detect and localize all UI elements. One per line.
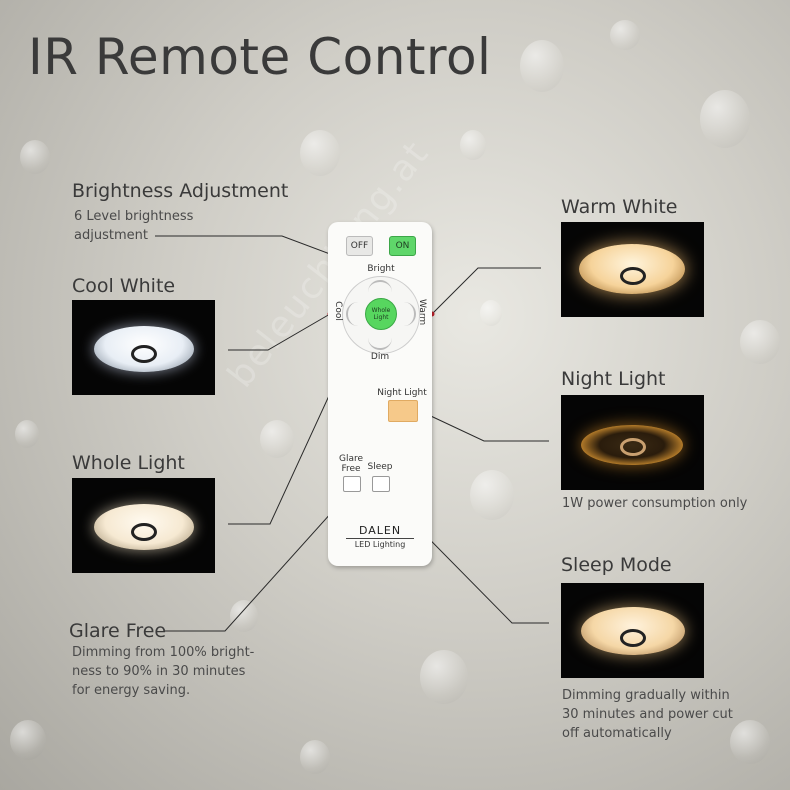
glare-free-button[interactable] bbox=[343, 476, 361, 492]
night-light-button[interactable] bbox=[388, 400, 418, 422]
brightness-label: Brightness Adjustment bbox=[72, 180, 289, 202]
warm-white-label: Warm White bbox=[561, 196, 678, 218]
glare-free-connector bbox=[165, 491, 351, 632]
night-light-label: Night Light bbox=[561, 368, 666, 390]
sleep-label-remote: Sleep bbox=[367, 462, 393, 472]
cool-connector bbox=[228, 313, 331, 351]
glare-free-label: Glare Free bbox=[69, 620, 167, 642]
night-light-connector bbox=[417, 409, 549, 442]
warm-connector bbox=[431, 267, 541, 315]
night-light-label-remote: Night Light bbox=[377, 388, 427, 398]
whole-light-button-label: Whole Light bbox=[371, 307, 391, 321]
warm-white-photo bbox=[561, 222, 704, 317]
whole-light-button[interactable]: Whole Light bbox=[365, 298, 397, 330]
cool-label: Cool bbox=[333, 301, 343, 321]
warm-label: Warm bbox=[417, 299, 427, 326]
brand-logo: DALEN bbox=[358, 524, 402, 537]
night-light-photo bbox=[561, 395, 704, 490]
bright-label: Bright bbox=[367, 264, 395, 274]
page-title: IR Remote Control bbox=[28, 28, 492, 86]
warm-button[interactable] bbox=[400, 302, 416, 326]
remote-control: OFF ON Bright Cool Warm Whole Light Dim … bbox=[328, 222, 432, 566]
brightness-desc: 6 Level brightness adjustment bbox=[74, 209, 194, 243]
cool-white-photo bbox=[72, 300, 215, 395]
off-button[interactable]: OFF bbox=[346, 236, 373, 256]
bright-button[interactable] bbox=[368, 280, 392, 296]
sleep-mode-photo bbox=[561, 583, 704, 678]
sleep-mode-desc: Dimming gradually within 30 minutes and … bbox=[562, 688, 733, 741]
whole-light-photo bbox=[72, 478, 215, 573]
dim-button[interactable] bbox=[368, 334, 392, 350]
glare-free-label-remote: Glare Free bbox=[338, 454, 364, 474]
sleep-button[interactable] bbox=[372, 476, 390, 492]
whole-light-connector bbox=[228, 336, 357, 525]
on-button[interactable]: ON bbox=[389, 236, 416, 256]
sleep-mode-label: Sleep Mode bbox=[561, 554, 672, 576]
cool-white-label: Cool White bbox=[72, 275, 176, 297]
brand-sub: LED Lighting bbox=[354, 540, 406, 549]
night-light-desc: 1W power consumption only bbox=[562, 496, 748, 511]
dim-label: Dim bbox=[370, 352, 390, 362]
whole-light-label: Whole Light bbox=[72, 452, 185, 474]
glare-free-desc: Dimming from 100% bright- ness to 90% in… bbox=[72, 645, 255, 698]
brand-divider bbox=[346, 538, 414, 539]
cool-button[interactable] bbox=[346, 302, 362, 326]
